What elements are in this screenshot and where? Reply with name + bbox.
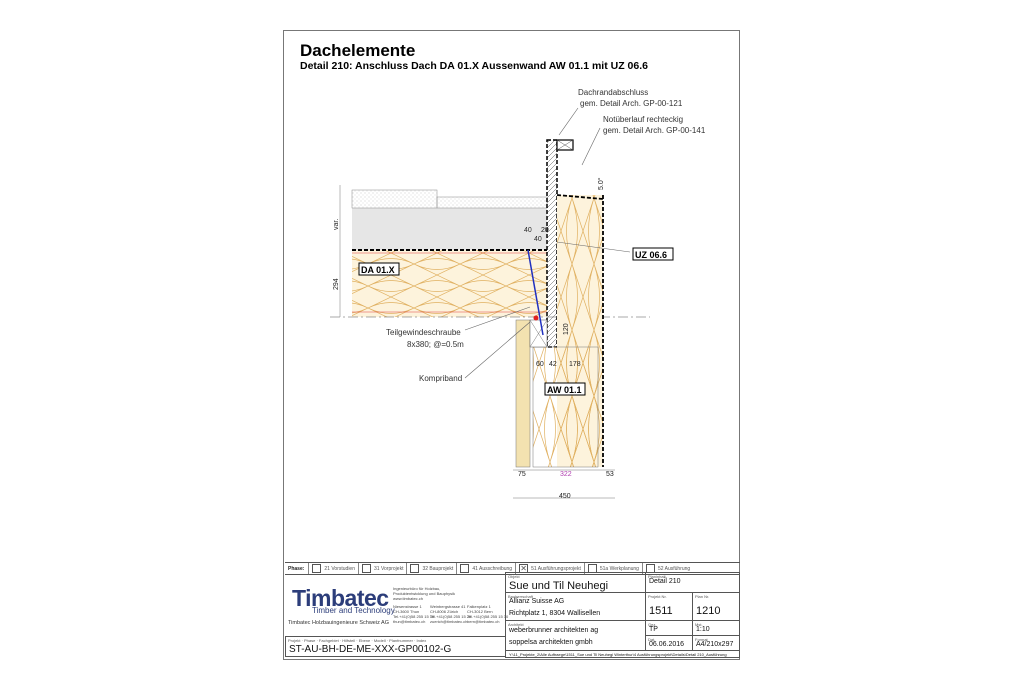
phase-item-label: 41 Ausschreibung [472,565,513,572]
dim-slope: 5.0° [597,177,605,190]
architekt-2: soppelsa architekten gmbh [509,639,593,646]
tag-roof: DA 01.X [361,265,395,275]
detail-drawing: Dachrandabschluss gem. Detail Arch. GP-0… [330,88,706,500]
plan-code: ST-AU-BH-DE-ME-XXX-GP00102-G [289,644,452,655]
gravel-layer-2 [436,196,548,209]
phase-item-label: 31 Vorprojekt [374,565,404,572]
dim-60: 60 [536,361,544,368]
dim-178: 178 [569,361,581,368]
annotation-dachrand-ref: gem. Detail Arch. GP-00-121 [580,99,683,108]
annotation-dachrand: Dachrandabschluss [578,88,648,97]
dim-450: 450 [559,493,571,500]
phase-item-label: 21 Vorstudien [324,565,355,572]
screw [527,249,544,336]
phase-item-label: 52 Ausführung [657,565,691,572]
wall-cladding [515,319,531,468]
architekt-1: weberbrunner architekten ag [509,627,599,634]
dat-cell: Dat.06.06.2016 [645,635,693,651]
company-logo: Timbatec [292,585,389,611]
company-name: Timbatec Holzbauingenieure Schweiz AG [288,620,389,626]
parapet-post [546,139,558,348]
phase-item[interactable]: 31 Vorprojekt [358,563,406,574]
company-tagline: Timber and Technology [312,606,395,615]
plan-code-caption: Projekt · Phase · Fachgebiet · Hilfsteil… [288,638,427,643]
phase-item-label: 32 Bauprojekt [422,565,454,572]
roof-corrugated-layer [352,208,547,250]
plannr-cell: Plan Nr.1210 [692,592,740,621]
gez-cell: Gez.TP [645,620,693,636]
dim-40b: 40 [534,236,542,243]
page-subtitle: Detail 210: Anschluss Dach DA 01.X Ausse… [300,60,648,72]
phase-row: Phase: 21 Vorstudien 31 Vorprojekt 32 Ba… [285,562,740,575]
format: A4/210x297 [696,641,734,648]
drawing-sheet [283,30,740,660]
dim-294: 294 [333,278,340,290]
checkbox[interactable] [460,564,470,573]
phase-item[interactable]: 32 Bauprojekt [406,563,456,574]
dim-53: 53 [606,471,614,478]
kompriband-marker [533,315,539,321]
wall-insulation [532,346,599,468]
dim-322: 322 [560,471,572,478]
roof-insulation-hatch [352,250,547,317]
annotation-screw-spec: 8x380; @=0.5m [407,340,464,349]
objekt: Sue und Til Neuhegi Winterthur [509,580,609,592]
plannr: 1210 [696,605,721,617]
gravel-layer [351,189,438,209]
bauherr-address: Richtplatz 1, 8304 Wallisellen [509,610,601,617]
annotation-screw: Teilgewindeschraube [386,328,461,337]
phase-item-label: 51a Werkplanung [599,565,639,572]
dim-120: 120 [563,323,570,335]
bauherr-name: Allianz Suisse AG [509,598,565,605]
annotation-notueberlauf-ref: gem. Detail Arch. GP-00-141 [603,126,706,135]
gez: TP [649,626,658,633]
dim-42: 42 [549,361,557,368]
planinhalt: Detail 210 [649,578,681,585]
projektnr: 1511 [649,605,673,617]
annotation-notueberlauf: Notüberlauf rechteckig [603,115,683,124]
projektnr-cell: Projekt Nr.1511 [645,592,693,621]
phase-item[interactable]: 41 Ausschreibung [456,563,515,574]
path-cell: Y:\11_Projekte_2\Alle Auftraege\1511_Sue… [505,650,740,658]
dat: 06.06.2016 [649,641,685,648]
file-path: Y:\11_Projekte_2\Alle Auftraege\1511_Sue… [509,652,727,657]
checkbox[interactable] [312,564,322,573]
checkbox[interactable] [410,564,420,573]
annotation-kompriband: Kompriband [419,374,462,383]
mst-cell: Mst.1:10 [692,620,740,636]
plan-code-cell: Projekt · Phase · Fachgebiet · Hilfsteil… [285,636,506,657]
dim-20: 20 [541,227,549,234]
company-description: Ingenieurbüro für Holzbau,Produktentwick… [393,586,456,601]
phase-label: Phase: [288,565,305,572]
tag-uz: UZ 06.6 [635,250,667,260]
dim-var: var. [333,219,340,230]
dim-40a: 40 [524,227,532,234]
phase-item[interactable]: 21 Vorstudien [308,563,358,574]
checkbox[interactable] [362,564,371,573]
tag-wall: AW 01.1 [547,385,582,395]
dim-75: 75 [518,471,526,478]
mst: 1:10 [696,626,710,633]
page-title: Dachelemente [300,41,416,60]
phase-item-label: 51 Ausführungsprojekt [531,565,581,572]
